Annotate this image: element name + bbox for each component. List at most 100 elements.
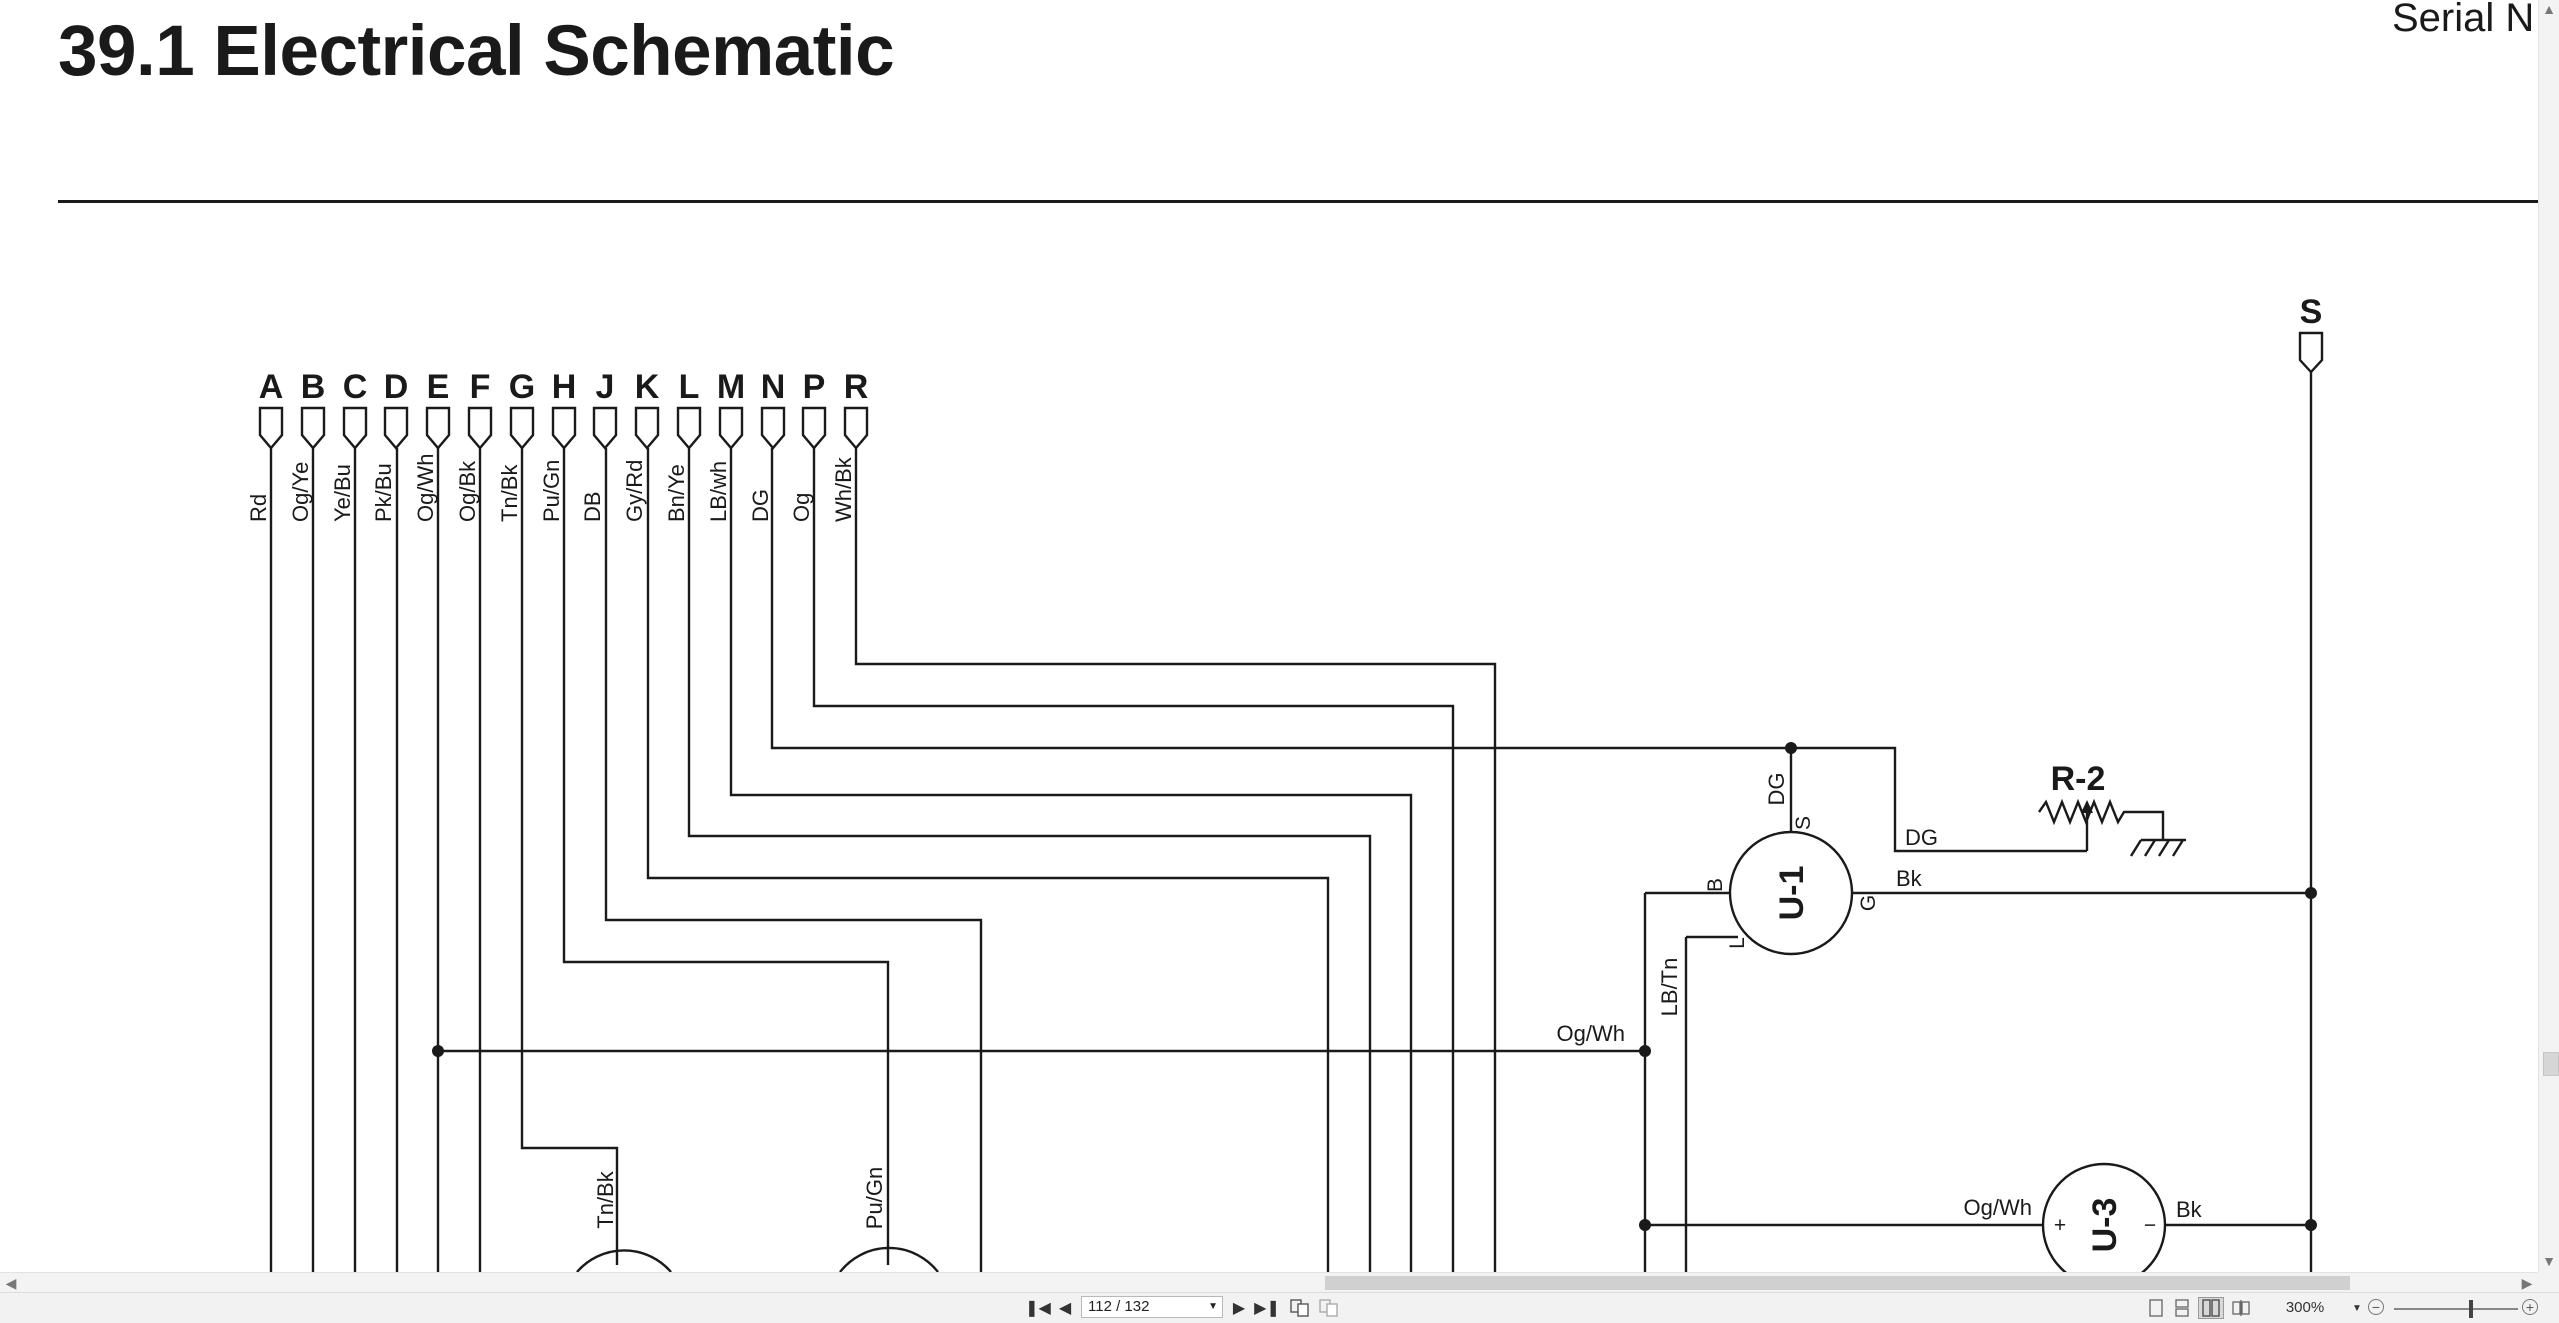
zoom-slider-thumb[interactable]	[2469, 1300, 2473, 1318]
wire-tn-bk	[520, 448, 619, 1265]
u3-minus: −	[2144, 1214, 2156, 1237]
wire-og	[812, 448, 1455, 1272]
label-dg-upper: DG	[1764, 773, 1789, 806]
vertical-scrollbar[interactable]: ▲ ▼	[2538, 0, 2559, 1272]
pin-connector-e	[425, 406, 451, 450]
horizontal-scrollbar[interactable]: ◀ ▶	[0, 1272, 2538, 1293]
page-number-field[interactable]: 112 / 132 ▼	[1081, 1296, 1223, 1318]
wire-color-label-h: Pu/Gn	[539, 460, 564, 522]
u1-label: U-1	[1773, 866, 1811, 921]
junctions	[432, 742, 2317, 1231]
wire-wh-bk	[854, 448, 1497, 1272]
wire-color-label-r: Wh/Bk	[831, 456, 856, 522]
prev-page-icon[interactable]: ◀	[1058, 1300, 1072, 1317]
zoom-dropdown-icon[interactable]: ▼	[2352, 1302, 2362, 1314]
lower-component-2	[839, 1246, 939, 1272]
continuous-icon[interactable]	[2172, 1297, 2192, 1319]
scroll-down-icon[interactable]: ▼	[2542, 1253, 2556, 1269]
label-og-wh-u3: Og/Wh	[1964, 1195, 2032, 1220]
zoom-level[interactable]: 300%	[2285, 1299, 2325, 1316]
pin-letter-j: J	[596, 368, 615, 406]
r2-resistor	[2038, 798, 2165, 840]
wire-color-label-l: Bn/Ye	[664, 464, 689, 522]
u1-pin-s: S	[1792, 816, 1815, 830]
component-r2: R-2	[2038, 760, 2186, 857]
pin-connector-r	[843, 406, 869, 450]
delete-page-icon	[1317, 1297, 1341, 1319]
pin-connector-b	[300, 406, 326, 450]
pin-letter-p: P	[803, 368, 826, 406]
wire-lb-tn	[1684, 935, 1738, 1272]
pin-connector-n	[760, 406, 786, 450]
pin-connector-f	[467, 406, 493, 450]
pin-letter-a: A	[259, 368, 284, 406]
wire-lb-wh	[729, 448, 1413, 1272]
last-page-icon[interactable]: ▶❚	[1254, 1300, 1280, 1317]
pin-letter-b: B	[301, 368, 326, 406]
label-tn-bk-lower: Tn/Bk	[593, 1170, 618, 1228]
scroll-corner	[2538, 1272, 2559, 1292]
title-divider	[58, 200, 2538, 203]
single-page-icon[interactable]	[2146, 1297, 2166, 1319]
s-terminal-connector	[2298, 331, 2324, 374]
pin-letter-f: F	[470, 368, 491, 406]
zoom-out-icon[interactable]: −	[2368, 1299, 2384, 1315]
component-u1: U-1 S B L G	[1704, 816, 1880, 956]
book-icon[interactable]	[2230, 1297, 2252, 1319]
scroll-right-icon[interactable]: ▶	[2521, 1275, 2533, 1291]
status-bar: ❚◀ ◀ 112 / 132 ▼ ▶ ▶❚ 300% ▼ − +	[0, 1292, 2559, 1323]
pin-letter-d: D	[384, 368, 409, 406]
wire-gy-rd	[646, 448, 1330, 1272]
wire-color-label-j: DB	[580, 491, 605, 522]
first-page-icon[interactable]: ❚◀	[1025, 1300, 1051, 1317]
wire-color-label-e: Og/Wh	[413, 454, 438, 522]
r2-label: R-2	[2051, 760, 2106, 798]
connector-pins: ARdBOg/YeCYe/BuDPk/BuEOg/WhFOg/BkGTn/BkH…	[246, 368, 868, 522]
scroll-left-icon[interactable]: ◀	[5, 1275, 17, 1291]
next-page-icon[interactable]: ▶	[1232, 1300, 1246, 1317]
wire-color-label-m: LB/wh	[706, 461, 731, 522]
pin-connector-h	[551, 406, 577, 450]
wire-color-label-a: Rd	[246, 494, 271, 522]
wire-color-label-k: Gy/Rd	[622, 460, 647, 522]
component-u3: U-3 + −	[2041, 1162, 2167, 1272]
pin-letter-m: M	[717, 368, 745, 406]
wire-dg	[770, 448, 2087, 853]
pin-connector-l	[676, 406, 702, 450]
page-indicator: 112 / 132	[1088, 1298, 1150, 1315]
label-dg-lower: DG	[1905, 825, 1938, 850]
u3-label: U-3	[2086, 1198, 2124, 1253]
zoom-in-icon[interactable]: +	[2522, 1299, 2538, 1315]
pin-connector-a	[258, 406, 284, 450]
scroll-up-icon[interactable]: ▲	[2542, 1, 2556, 17]
label-og-wh-mid: Og/Wh	[1557, 1021, 1625, 1046]
page-dropdown-icon[interactable]: ▼	[1208, 1301, 1218, 1312]
label-bk-u3: Bk	[2176, 1197, 2203, 1222]
electrical-schematic: ARdBOg/YeCYe/BuDPk/BuEOg/WhFOg/BkGTn/BkH…	[246, 293, 2324, 1272]
horizontal-scroll-thumb[interactable]	[1325, 1276, 2350, 1290]
r2-ground	[2129, 838, 2186, 857]
pin-letter-c: C	[343, 368, 368, 406]
page-title: 39.1 Electrical Schematic	[58, 12, 895, 91]
pin-letter-r: R	[844, 368, 869, 406]
lower-component-1	[576, 1249, 672, 1272]
pin-connector-p	[801, 406, 827, 450]
wire-bn-ye	[687, 448, 1372, 1272]
zoom-slider[interactable]	[2394, 1308, 2518, 1310]
pin-letter-l: L	[679, 368, 700, 406]
pin-letter-k: K	[635, 368, 660, 406]
u3-plus: +	[2054, 1214, 2066, 1237]
pin-connector-c	[342, 406, 368, 450]
wire-pu-gn	[562, 448, 890, 1265]
label-pu-gn-lower: Pu/Gn	[862, 1167, 887, 1229]
vertical-scroll-thumb[interactable]	[2543, 1052, 2559, 1076]
insert-page-icon[interactable]	[1288, 1297, 1312, 1319]
wire-color-label-c: Ye/Bu	[330, 464, 355, 522]
pin-connector-g	[509, 406, 535, 450]
two-page-icon[interactable]	[2198, 1297, 2224, 1319]
wire-network	[269, 372, 2313, 1272]
wire-db	[604, 448, 983, 1272]
pin-letter-h: H	[552, 368, 577, 406]
pin-letter-n: N	[761, 368, 786, 406]
